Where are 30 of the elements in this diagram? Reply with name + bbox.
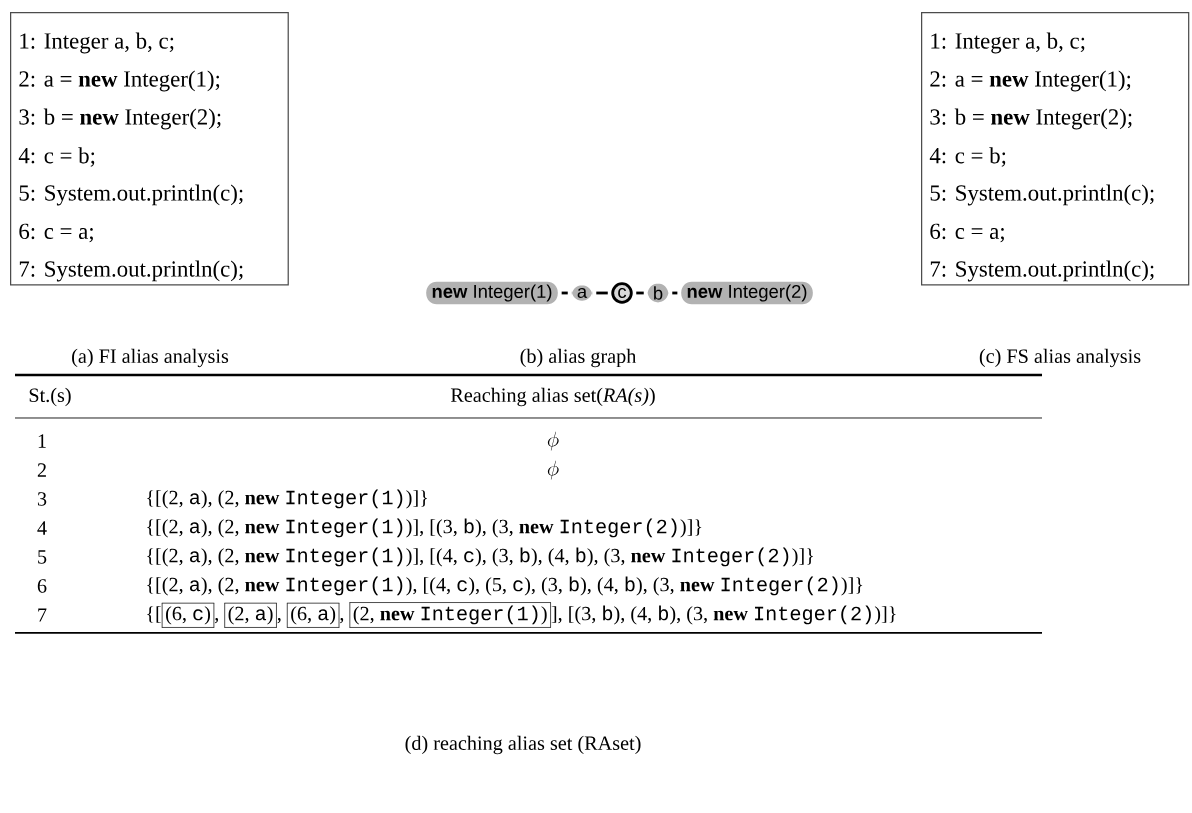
table-cell: 5	[38, 550, 47, 564]
table-cell: $\text{\{[(2, \texttt{a}), (2, \textbf{new} \texttt{Integer(1)}), [(4, \texttt{c}), (5, \texttt{c}), (3, \texttt{b}), (4, \texttt{b}), (3, \textbf{new} \texttt{Integer(2)})]\}}$	[147, 576, 863, 596]
table-cell: $\text{\{[(2, \texttt{a}), (2, \textbf{new} \texttt{Integer(1)})], [(3, \texttt{b}), (3, \textbf{new} \texttt{Integer(2)})]\}}$	[147, 518, 702, 538]
column-header: St.(s)	[29, 387, 71, 407]
code-box: 1: Integer a, b, c; 2: a = new Integer(1); 3: b = new Integer(2); 4: c = b; 5: System.out.println(c); 6: c = a; 7: System.out.println(c);	[10, 12, 289, 286]
table-cell: $\text{\{[(2, \texttt{a}), (2, \textbf{new} \texttt{Integer(1)})], [(4, \texttt{c}), (3, \texttt{b}), (4, \texttt{b}), (3, \textbf{new} \texttt{Integer(2)})]\}}$	[147, 547, 813, 567]
graph-edge	[596, 291, 608, 295]
table-cell: 2	[37, 463, 46, 477]
graph-edge	[636, 291, 644, 295]
caption: (a) FI alias analysis	[72, 348, 229, 368]
table-cell: $\phi$	[547, 460, 559, 480]
caption: (d) reaching alias set (RAset)	[405, 735, 641, 755]
graph-edge	[672, 291, 678, 295]
alias-node: a	[571, 285, 593, 301]
column-header: Reaching alias set(RA(s))	[450, 387, 655, 407]
table-cell: 6	[37, 579, 47, 593]
alias-node: new Integer(1)	[426, 281, 558, 305]
code-box: 1: Integer a, b, c; 2: a = new Integer(1); 3: b = new Integer(2); 4: c = b; 5: System.out.println(c); 6: c = a; 7: System.out.println(c);	[921, 12, 1190, 286]
table-cell: 4	[37, 521, 47, 535]
table-cell: $\text{\{[\fbox{(6, \texttt{c})}, \fbox{(2, \texttt{a})}, \fbox{(6, \texttt{a})}, \fbox{(2, \textbf{new} \texttt{Integer(1)})}], [(3, \texttt{b}), (4, \texttt{b}), (3, \textbf{new} \texttt{Integer(2)})]\}}$	[147, 602, 896, 628]
table-cell: 7	[38, 608, 47, 622]
table-cell: 3	[37, 492, 47, 506]
alias-node: new Integer(2)	[681, 281, 813, 305]
alias-node: b	[647, 283, 669, 303]
table-cell: $\text{\{[(2, \texttt{a}), (2, \textbf{new} \texttt{Integer(1)})]\}}$	[147, 489, 427, 509]
caption: (b) alias graph	[520, 348, 637, 368]
table-cell: $\phi$	[547, 431, 559, 451]
table-cell: 1	[38, 434, 46, 448]
caption: (c) FS alias analysis	[979, 348, 1141, 368]
graph-edge	[561, 291, 568, 295]
